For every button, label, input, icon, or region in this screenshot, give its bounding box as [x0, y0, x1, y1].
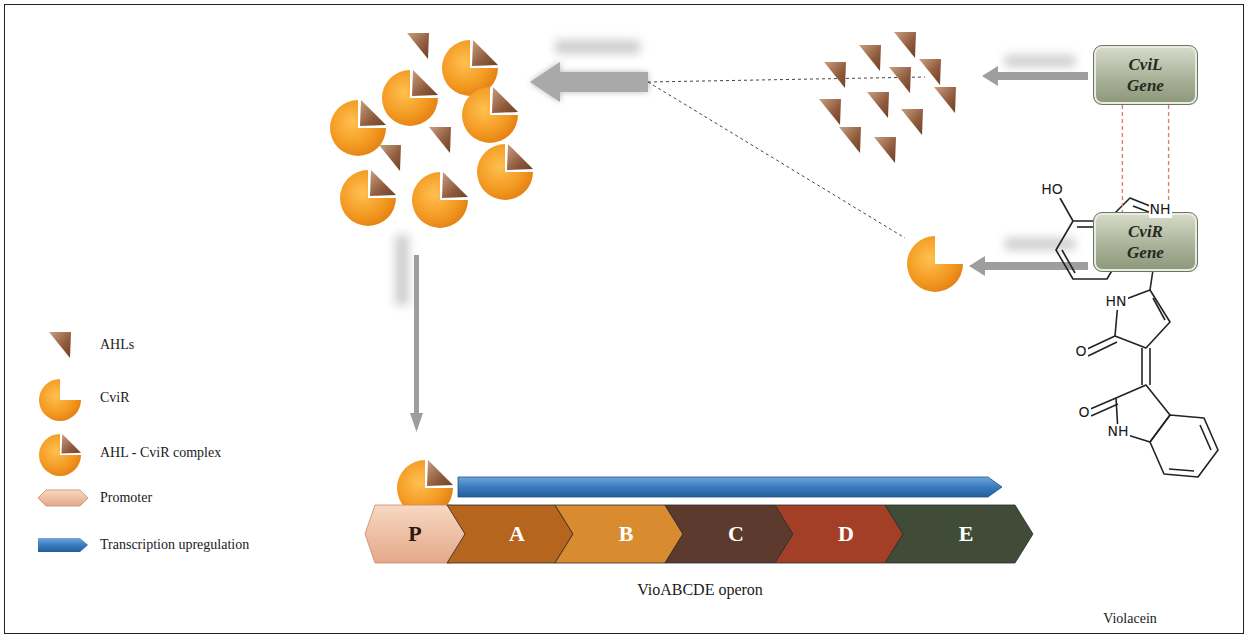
- gene-arrow: C: [665, 505, 793, 563]
- upregulation-arrow: [458, 477, 1002, 497]
- node-label: D: [838, 521, 854, 547]
- gene-arrow: A: [447, 505, 573, 563]
- node-label: A: [509, 521, 525, 547]
- gene-shape: [365, 505, 465, 563]
- legend-samples: [38, 332, 88, 552]
- binding-arrow: [530, 62, 648, 102]
- gene-arrow: D: [775, 505, 903, 563]
- violacein-structure: [1056, 198, 1218, 477]
- legend-text: AHL - CviR complex: [100, 445, 221, 460]
- node-label: C: [728, 521, 744, 547]
- atom-label: NH: [1107, 424, 1130, 439]
- operon-label: VioABCDE operon: [637, 581, 763, 599]
- legend-entry: CviR: [100, 390, 130, 406]
- gene-shape: [447, 505, 573, 563]
- frame: [5, 5, 1244, 634]
- down-arrow: [410, 255, 423, 432]
- label-text: NH: [1150, 201, 1171, 217]
- atom-label: O: [1074, 344, 1087, 359]
- gene-box: CviR Gene: [1093, 212, 1198, 272]
- gene-shape: [665, 505, 793, 563]
- gene-shape: [775, 505, 903, 563]
- association-lines: [648, 77, 925, 238]
- gene-shape: [885, 505, 1033, 563]
- cvir-protein: [907, 236, 963, 292]
- atom-label: HO: [1040, 182, 1064, 197]
- node-label: CviL Gene: [1117, 54, 1175, 97]
- legend-entry: AHLs: [100, 337, 134, 353]
- atom-label: NH: [1149, 202, 1172, 217]
- label-text: Violacein: [1103, 611, 1157, 626]
- complex-cluster: [330, 33, 533, 228]
- compound-name: Violacein: [1103, 611, 1157, 627]
- gene-arrow: B: [555, 505, 683, 563]
- atom-label: HN: [1105, 294, 1128, 309]
- node-label: B: [619, 521, 634, 547]
- node-label: E: [959, 521, 974, 547]
- legend-text: Promoter: [100, 490, 152, 505]
- legend-text: AHLs: [100, 337, 134, 352]
- legend-entry: Transcription upregulation: [100, 537, 249, 553]
- promoter-block: P: [365, 505, 465, 563]
- legend-text: Transcription upregulation: [100, 537, 249, 552]
- label-text: VioABCDE operon: [637, 581, 763, 598]
- node-label: CviR Gene: [1117, 221, 1175, 264]
- label-text: HN: [1106, 293, 1127, 309]
- ahl-cluster: [819, 32, 956, 163]
- label-text: O: [1075, 343, 1086, 359]
- node-label: P: [408, 521, 421, 547]
- label-text: HO: [1041, 181, 1063, 197]
- dashed-link: [1122, 105, 1168, 212]
- label-text: O: [1078, 404, 1089, 420]
- gene-arrow: E: [885, 505, 1033, 563]
- atom-label: O: [1077, 405, 1090, 420]
- expression-arrows: [969, 66, 1088, 276]
- label-text: NH: [1108, 423, 1129, 439]
- legend-text: CviR: [100, 390, 130, 405]
- gene-shape: [555, 505, 683, 563]
- legend-entry: Promoter: [100, 490, 152, 506]
- legend-entry: AHL - CviR complex: [100, 445, 221, 461]
- gene-box: CviL Gene: [1093, 45, 1198, 105]
